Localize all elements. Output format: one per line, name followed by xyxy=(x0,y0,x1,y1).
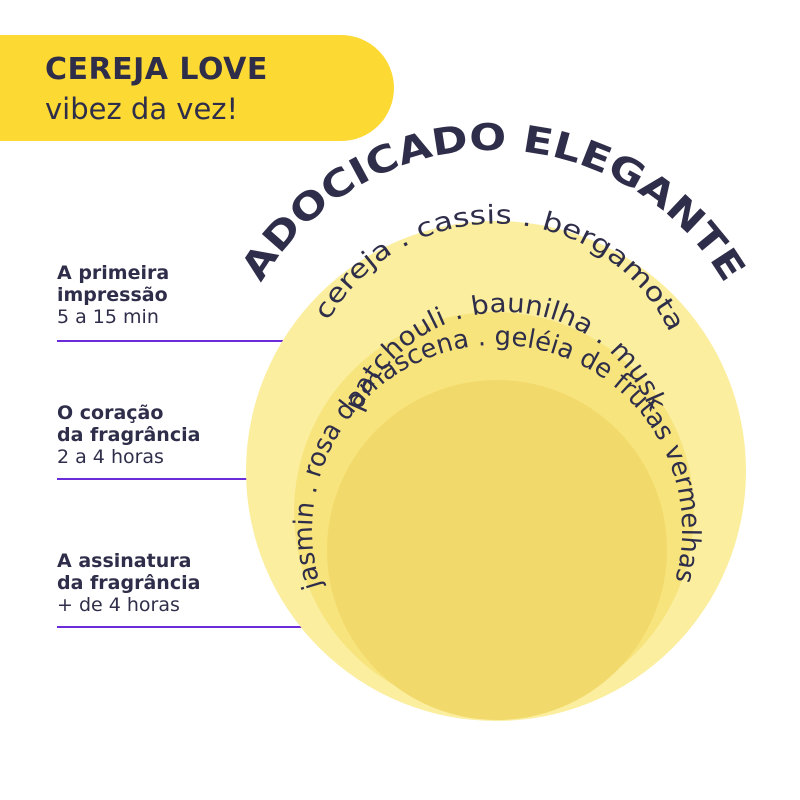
stage-top-title: A primeira xyxy=(57,262,170,284)
stage-top: A primeira impressão 5 a 15 min xyxy=(57,262,297,328)
stage-base-title: A assinatura xyxy=(57,550,192,572)
stage-heart-title: O coração xyxy=(57,402,164,424)
banner-title: CEREJA LOVE xyxy=(45,52,268,87)
stage-base-duration: + de 4 horas xyxy=(57,594,180,616)
stage-top-duration: 5 a 15 min xyxy=(57,306,159,328)
stage-base-line xyxy=(57,626,347,628)
stage-top-title-2: impressão xyxy=(57,284,168,306)
stage-heart-title-2: da fragrância xyxy=(57,424,201,446)
stage-top-line xyxy=(57,340,290,342)
stage-heart: O coração da fragrância 2 a 4 horas xyxy=(57,402,297,468)
title-banner xyxy=(0,35,394,141)
stage-base-title-2: da fragrância xyxy=(57,572,201,594)
stage-heart-duration: 2 a 4 horas xyxy=(57,446,164,468)
stage-base: A assinatura da fragrância + de 4 horas xyxy=(57,550,297,616)
inner-circle xyxy=(327,380,667,720)
banner-subtitle: vibez da vez! xyxy=(45,92,239,126)
stage-heart-line xyxy=(57,478,302,480)
